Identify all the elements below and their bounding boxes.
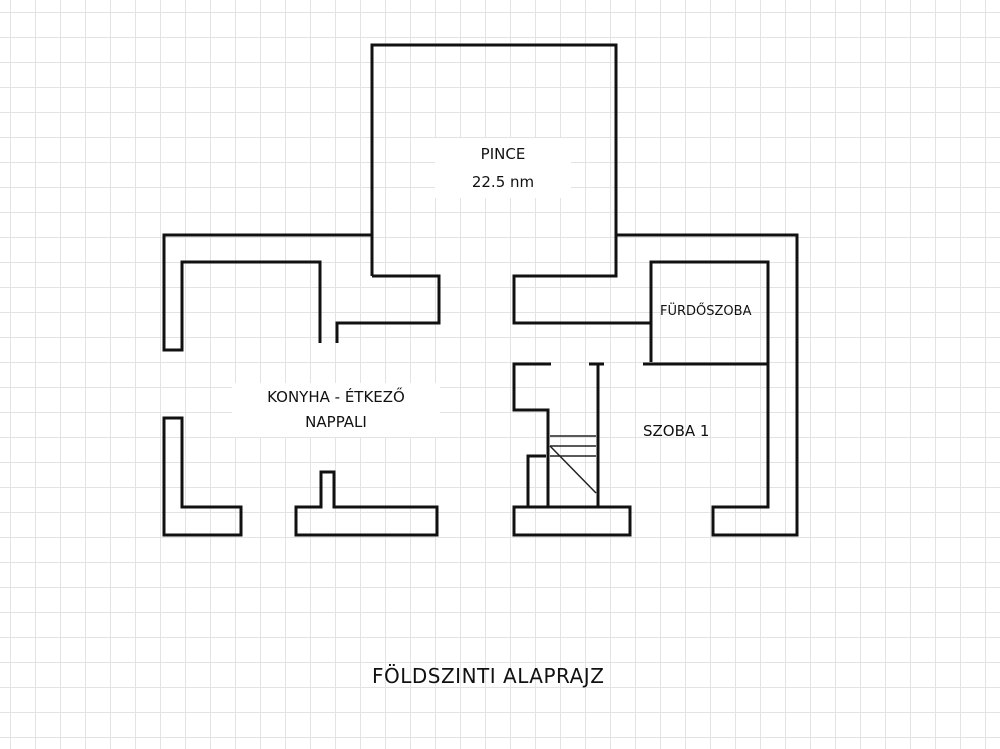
room-label-konyha: KONYHA - ÉTKEZŐ NAPPALI (232, 383, 440, 437)
pince-walls (370, 43, 651, 325)
room-label-szoba1: SZOBA 1 (643, 422, 710, 440)
stair-small-block (526, 454, 546, 507)
pince-name: PINCE (480, 145, 526, 163)
left-upper-wall (162, 233, 372, 352)
right-outer-wall (616, 233, 799, 537)
konyha-name-line1: KONYHA - ÉTKEZŐ (267, 388, 405, 406)
pince-left-return (335, 274, 441, 343)
konyha-name-line2: NAPPALI (305, 413, 367, 431)
stair-treads (549, 435, 597, 494)
room-label-furdoszoba: FÜRDŐSZOBA (660, 304, 752, 319)
bottom-middle-wall (294, 470, 439, 537)
bottom-right-wall (512, 505, 632, 537)
left-lower-wall (162, 416, 243, 537)
floorplan-title: FÖLDSZINTI ALAPRAJZ (372, 664, 605, 688)
stair-diagonal (549, 445, 597, 494)
pince-area: 22.5 nm (471, 173, 535, 191)
stair-left-wall (512, 362, 551, 507)
room-label-pince: PINCE 22.5 nm (435, 138, 571, 198)
